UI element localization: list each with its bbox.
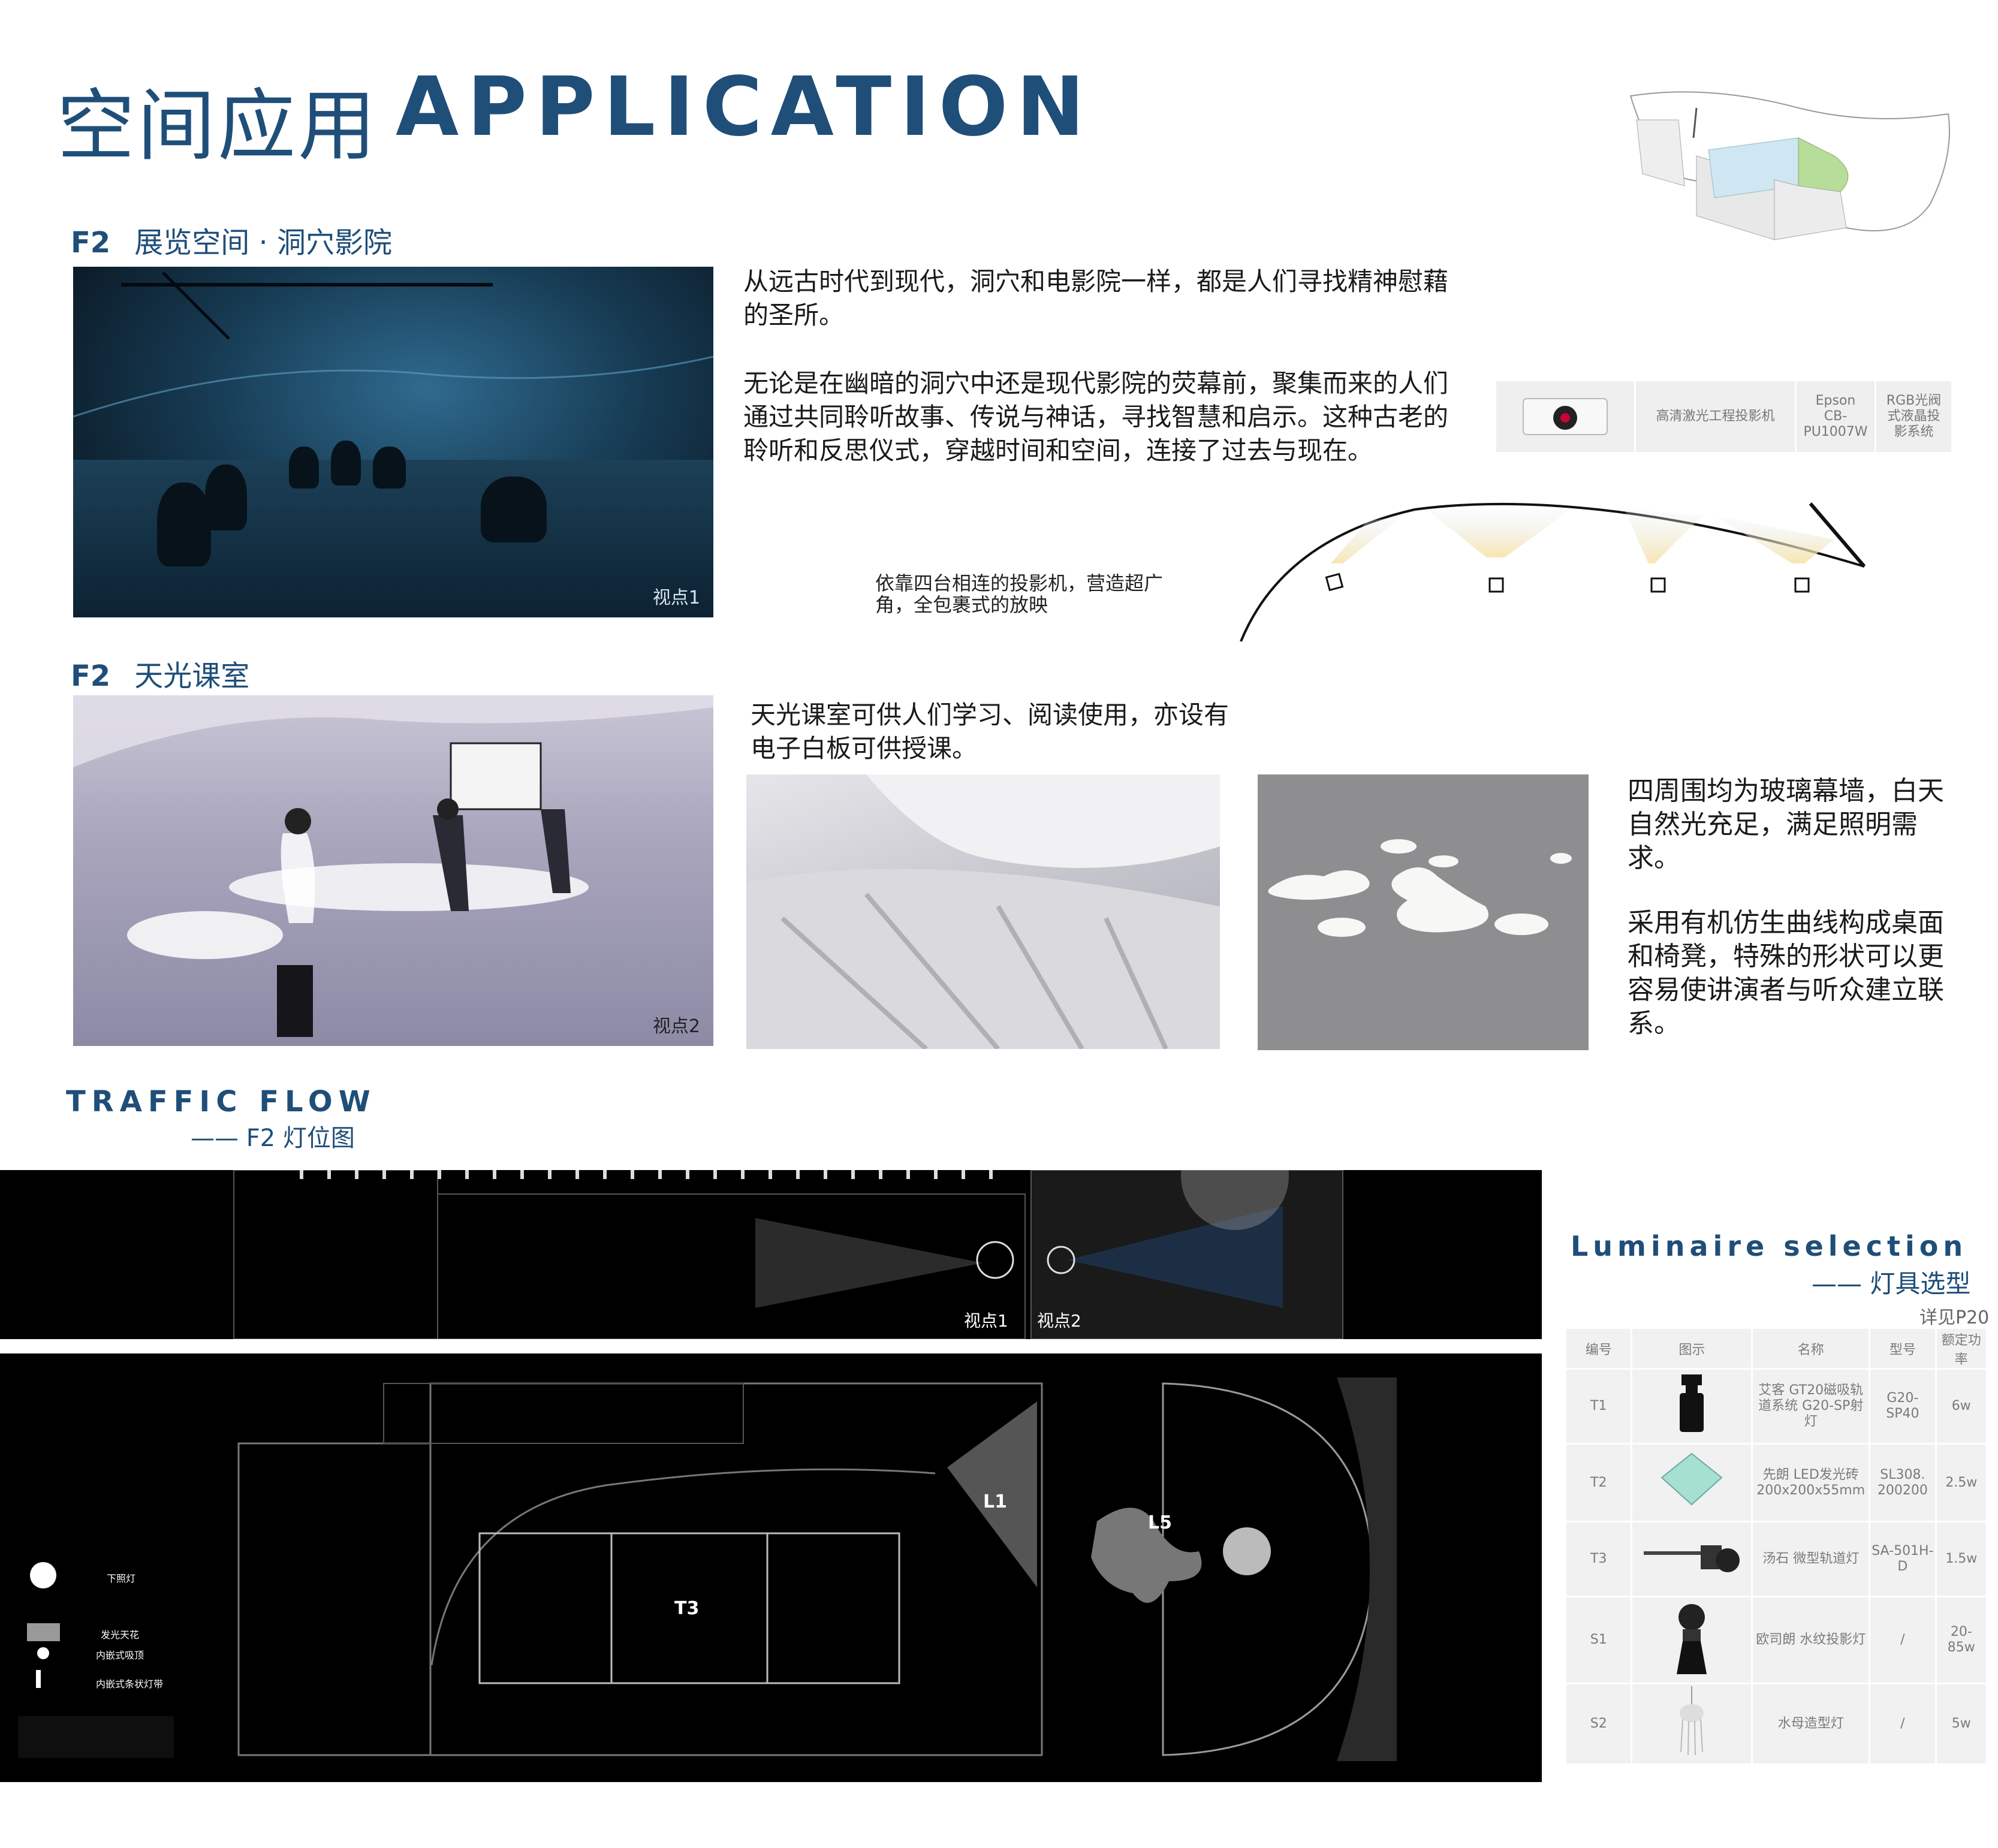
row-name: 先朗 LED发光砖 200x200x55mm bbox=[1751, 1443, 1871, 1523]
row-model: SA-501H-D bbox=[1869, 1521, 1937, 1597]
header-model: 型号 bbox=[1869, 1327, 1937, 1370]
legend-downlight: 下照灯 bbox=[107, 1573, 136, 1584]
luminaire-table: 编号 图示 名称 型号 额定功率 T1 艾客 GT20磁吸轨道系统 G20-SP… bbox=[1564, 1327, 1988, 1765]
water-projector-icon bbox=[1631, 1596, 1753, 1684]
legend-luminous-ceiling: 发光天花 bbox=[101, 1629, 140, 1641]
cave-paragraph-1: 从远古时代到现代，洞穴和电影院一样，都是人们寻找精神慰藉的圣所。 bbox=[743, 267, 1449, 330]
row-model: / bbox=[1869, 1596, 1937, 1684]
traffic-flow-subtitle: —— F2 灯位图 bbox=[191, 1125, 355, 1152]
legend-recessed-strip: 内嵌式条状灯带 bbox=[96, 1678, 164, 1690]
table-row: S2 水母造型灯 / 5w bbox=[1564, 1683, 1988, 1765]
section-cave-title: F2 展览空间 · 洞穴影院 bbox=[71, 219, 392, 261]
luminaire-title: Luminaire selection bbox=[1571, 1230, 1968, 1262]
row-power: 20-85w bbox=[1934, 1596, 1988, 1684]
projector-note: 依靠四台相连的投影机，营造超广角，全包裹式的放映 bbox=[875, 572, 1164, 616]
class-paragraph-3: 采用有机仿生曲线构成桌面和椅凳，特殊的形状可以更容易使讲演者与听众建立联系。 bbox=[1628, 908, 1944, 1039]
viewpoint-2-label: 视点2 bbox=[652, 1016, 700, 1037]
organic-furniture-render bbox=[1258, 774, 1589, 1050]
row-model: G20-SP40 bbox=[1869, 1368, 1937, 1445]
luminaire-reference: 详见P20 bbox=[1919, 1307, 1990, 1328]
row-name: 欧司朗 水纹投影灯 bbox=[1751, 1596, 1871, 1684]
projector-image bbox=[1496, 381, 1634, 452]
row-id: T1 bbox=[1564, 1368, 1633, 1445]
row-power: 5w bbox=[1934, 1683, 1988, 1765]
table-row: S1 欧司朗 水纹投影灯 / 20-85w bbox=[1564, 1596, 1988, 1684]
page-title-en: APPLICATION bbox=[396, 60, 1093, 155]
projector-name: 高清激光工程投影机 bbox=[1636, 381, 1795, 452]
projector-icon bbox=[1523, 398, 1608, 435]
label-t3: T3 bbox=[674, 1598, 700, 1619]
luminaire-subtitle: —— 灯具选型 bbox=[1812, 1269, 1971, 1298]
row-name: 水母造型灯 bbox=[1751, 1683, 1871, 1765]
legend-recessed-ceiling: 内嵌式吸顶 bbox=[96, 1650, 144, 1661]
classroom-render: 视点2 bbox=[73, 695, 713, 1046]
row-id: S1 bbox=[1564, 1596, 1633, 1684]
row-id: T2 bbox=[1564, 1443, 1633, 1523]
axonometric-sketch bbox=[1629, 91, 1950, 240]
floor-label: F2 bbox=[71, 226, 111, 260]
row-model: / bbox=[1869, 1683, 1937, 1765]
row-model: SL308. 200200 bbox=[1869, 1443, 1937, 1523]
row-name: 汤石 微型轨道灯 bbox=[1751, 1521, 1871, 1597]
row-id: S2 bbox=[1564, 1683, 1633, 1765]
viewpoint-1-label: 视点1 bbox=[652, 587, 700, 608]
projector-system: RGB光阀式液晶投影系统 bbox=[1876, 381, 1951, 452]
floor-plan-lighting: L1 L5 T3 下照灯 发光天花 内嵌式吸顶 内嵌式条状灯带 bbox=[0, 1353, 1542, 1782]
row-power: 2.5w bbox=[1934, 1443, 1988, 1523]
elevation-viewpoint-1: 视点1 bbox=[964, 1311, 1008, 1331]
led-brick-icon bbox=[1631, 1443, 1753, 1523]
cave-paragraph-2: 无论是在幽暗的洞穴中还是现代影院的荧幕前，聚集而来的人们通过共同聆听故事、传说与… bbox=[743, 369, 1449, 465]
projector-spec-table: 高清激光工程投影机 Epson CB-PU1007W RGB光阀式液晶投影系统 bbox=[1496, 381, 1962, 452]
track-light-icon bbox=[1631, 1521, 1753, 1597]
section-class-title: F2 天光课室 bbox=[71, 652, 249, 694]
page-title-cn: 空间应用 bbox=[57, 80, 379, 171]
label-l1: L1 bbox=[983, 1491, 1007, 1512]
floor-label-2: F2 bbox=[71, 659, 111, 693]
row-power: 1.5w bbox=[1934, 1521, 1988, 1597]
header-image: 图示 bbox=[1631, 1327, 1753, 1370]
projector-model: Epson CB-PU1007W bbox=[1797, 381, 1875, 452]
spotlight-icon bbox=[1631, 1368, 1753, 1445]
label-l5: L5 bbox=[1148, 1512, 1172, 1533]
skylight-structure-render bbox=[746, 774, 1220, 1049]
header-name: 名称 bbox=[1751, 1327, 1871, 1370]
row-id: T3 bbox=[1564, 1521, 1633, 1597]
section-elevation: 视点1 视点2 bbox=[0, 1170, 1542, 1339]
row-power: 6w bbox=[1934, 1368, 1988, 1445]
traffic-flow-title: TRAFFIC FLOW bbox=[66, 1085, 376, 1119]
jellyfish-lamp-icon bbox=[1631, 1683, 1753, 1765]
section-title-text-2: 天光课室 bbox=[134, 659, 250, 693]
table-row: T1 艾客 GT20磁吸轨道系统 G20-SP射灯 G20-SP40 6w bbox=[1564, 1368, 1988, 1445]
cave-cinema-render: 视点1 bbox=[73, 267, 713, 617]
projection-diagram bbox=[1240, 502, 1866, 642]
header-id: 编号 bbox=[1564, 1327, 1633, 1370]
table-row: T2 先朗 LED发光砖 200x200x55mm SL308. 200200 … bbox=[1564, 1443, 1988, 1523]
row-name: 艾客 GT20磁吸轨道系统 G20-SP射灯 bbox=[1751, 1368, 1871, 1445]
header-power: 额定功率 bbox=[1934, 1327, 1988, 1370]
table-row: T3 汤石 微型轨道灯 SA-501H-D 1.5w bbox=[1564, 1521, 1988, 1597]
section-title-text: 展览空间 · 洞穴影院 bbox=[134, 226, 392, 260]
elevation-viewpoint-2: 视点2 bbox=[1037, 1311, 1081, 1331]
class-paragraph-2: 四周围均为玻璃幕墙，白天自然光充足，满足照明需求。 bbox=[1628, 776, 1944, 873]
class-paragraph-1: 天光课室可供人们学习、阅读使用，亦设有电子白板可供授课。 bbox=[751, 700, 1229, 763]
